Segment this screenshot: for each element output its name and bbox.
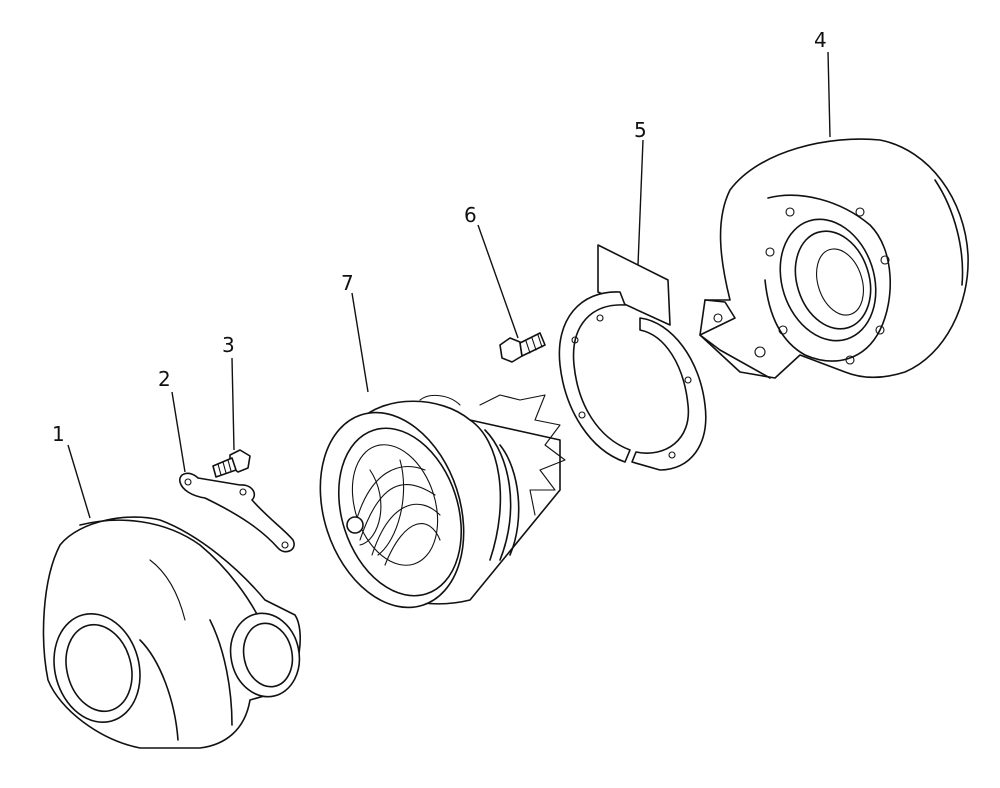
part-3-bolt (212, 449, 251, 478)
callout-1: 1 (52, 422, 65, 446)
part-5-ring-assembly (558, 244, 707, 471)
leader-2 (171, 391, 186, 473)
part-4-turbine-housing (699, 138, 969, 379)
leader-7 (351, 292, 369, 393)
callout-labels: 1 2 3 4 5 6 7 (52, 28, 827, 446)
leader-lines (67, 51, 831, 519)
part-6-bolt (499, 332, 546, 363)
callout-2: 2 (158, 367, 171, 391)
part-1-compressor-housing (42, 516, 301, 749)
leader-5 (637, 139, 644, 266)
leader-4 (827, 51, 831, 138)
callout-6: 6 (464, 203, 477, 227)
callout-7: 7 (341, 271, 354, 295)
leader-1 (67, 444, 91, 519)
leader-3 (231, 357, 235, 451)
callout-3: 3 (222, 333, 235, 357)
callout-5: 5 (634, 118, 647, 142)
leader-6 (477, 224, 519, 339)
part-2-plate (179, 472, 295, 553)
part-7-cartridge (319, 394, 566, 609)
callout-4: 4 (814, 28, 827, 52)
